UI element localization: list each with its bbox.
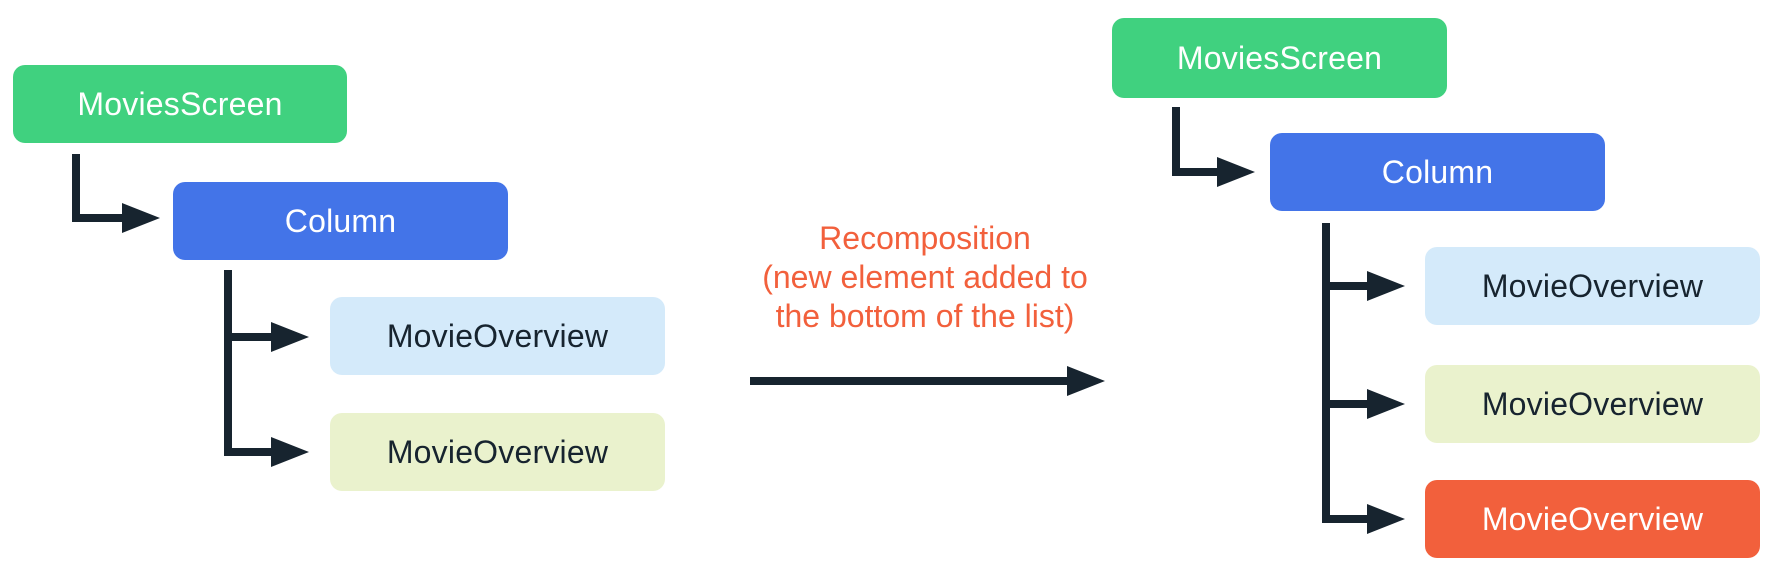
connector-branch-before-1 [224, 333, 271, 341]
annotation-line-3: the bottom of the list) [775, 298, 1075, 334]
connector-elbow-horizontal-before [72, 214, 122, 222]
node-movieoverview-after-2: MovieOverview [1425, 365, 1760, 443]
node-movieoverview-before-1: MovieOverview [330, 297, 665, 375]
transition-arrow-shaft [750, 377, 1067, 385]
connector-elbow-horizontal-after [1172, 168, 1217, 176]
arrowhead-icon [1067, 366, 1105, 396]
node-moviesscreen-after: MoviesScreen [1112, 18, 1447, 98]
connector-elbow-vertical-after [1172, 107, 1180, 176]
connector-branch-after-1 [1322, 282, 1367, 290]
node-movieoverview-after-1: MovieOverview [1425, 247, 1760, 325]
node-moviesscreen-before: MoviesScreen [13, 65, 347, 143]
arrowhead-icon [271, 322, 309, 352]
annotation-line-2: (new element added to [762, 259, 1088, 295]
connector-trunk-after [1322, 223, 1330, 523]
arrowhead-icon [1217, 157, 1255, 187]
arrowhead-icon [122, 203, 160, 233]
connector-branch-after-2 [1322, 400, 1367, 408]
connector-branch-before-2 [224, 448, 271, 456]
arrowhead-icon [1367, 504, 1405, 534]
connector-elbow-vertical-before [72, 154, 80, 222]
arrowhead-icon [271, 437, 309, 467]
arrowhead-icon [1367, 271, 1405, 301]
node-movieoverview-after-new: MovieOverview [1425, 480, 1760, 558]
arrowhead-icon [1367, 389, 1405, 419]
node-movieoverview-before-2: MovieOverview [330, 413, 665, 491]
annotation-line-1: Recomposition [819, 220, 1031, 256]
connector-trunk-before [224, 270, 232, 456]
node-column-before: Column [173, 182, 508, 260]
recomposition-annotation: Recomposition (new element added to the … [660, 219, 1190, 336]
node-column-after: Column [1270, 133, 1605, 211]
connector-branch-after-3 [1322, 515, 1367, 523]
